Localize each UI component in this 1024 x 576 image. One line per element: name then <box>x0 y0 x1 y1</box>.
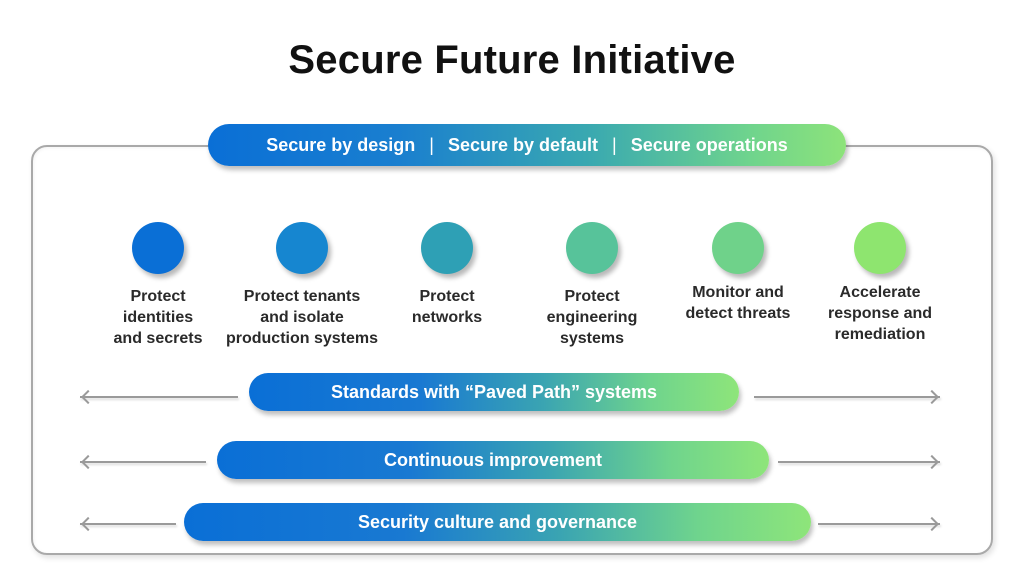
left-arrow-icon <box>80 461 206 463</box>
separator: | <box>612 134 617 155</box>
pillar-circle-icon <box>132 222 184 274</box>
pillar-circle-icon <box>712 222 764 274</box>
foundation-culture-governance: Security culture and governance <box>184 503 811 541</box>
diagram-title: Secure Future Initiative <box>288 38 736 82</box>
initiative-frame <box>31 145 993 555</box>
pillar-circle-icon <box>854 222 906 274</box>
principle-secure-operations: Secure operations <box>630 134 788 155</box>
pillar-circle-icon <box>276 222 328 274</box>
foundation-standards: Standards with “Paved Path” systems <box>249 373 739 411</box>
right-arrow-icon <box>754 396 940 398</box>
left-arrow-icon <box>80 523 176 525</box>
principle-secure-by-default: Secure by default <box>447 134 599 155</box>
right-arrow-icon <box>818 523 940 525</box>
principle-secure-by-design: Secure by design <box>266 134 416 155</box>
separator: | <box>429 134 434 155</box>
pillar-circle-icon <box>566 222 618 274</box>
foundation-continuous-improvement: Continuous improvement <box>217 441 769 479</box>
left-arrow-icon <box>80 396 238 398</box>
right-arrow-icon <box>778 461 940 463</box>
principles-banner: Secure by design | Secure by default | S… <box>208 124 846 166</box>
pillar-circle-icon <box>421 222 473 274</box>
